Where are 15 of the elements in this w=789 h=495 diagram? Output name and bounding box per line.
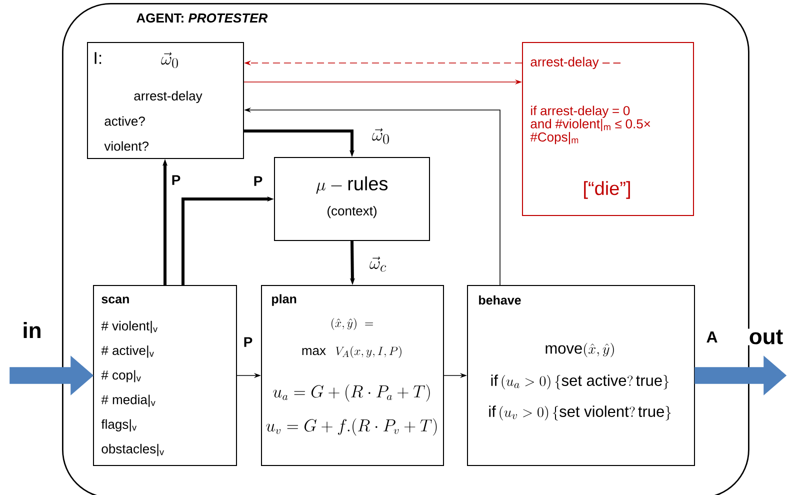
behave-box: behave $\mathrm{move}(\hat{x},\hat{y})$ $\mathrm{if}\,(u_a>0)\,\{\mathrm{set\ active?\,true}\}$ $\mathrm{if}\,(u_v>0)\,\{\mathrm{set\ violent?\,true}\}$ <box>467 285 695 466</box>
block-arrow <box>694 356 787 396</box>
edge-label: P <box>242 336 254 348</box>
edge-label: in <box>21 321 43 339</box>
condition-box: arrest-delay – – if arrest-delay = 0 and #violent|$_{m}$ ≤ 0.5× #Cops|$_{m}$ [“die”] <box>522 42 694 216</box>
plan-box: plan $(\hat{x},\hat{y})\ =$ $\max\ \ V_A(x,y,I,P)$ $u_a=G+(R\cdot P_a+T)$ $u_v=G+f.(R\cdot P_v+T)$ <box>261 285 444 466</box>
scan-box: scan # violent|$_{v}$ # active|$_{v}$ # cop|$_{v}$ # media|$_{v}$ flags|$_{v}$ obstacles|$_{v}$ <box>93 285 237 466</box>
edge-label: $\vec{\omega}_c$ <box>368 256 388 272</box>
edge-label: P <box>252 175 264 187</box>
edge-label: out <box>748 328 784 346</box>
block-arrow <box>10 356 94 396</box>
edge-label: $\vec{\omega}_0$ <box>370 127 392 145</box>
state-box: I: $\vec{\omega}_0$ arrest-delay active? violent? <box>87 42 244 159</box>
edge-label: P <box>170 174 182 186</box>
rules-box: $\mu - \mathrm{rules}$ (context) <box>274 157 430 241</box>
